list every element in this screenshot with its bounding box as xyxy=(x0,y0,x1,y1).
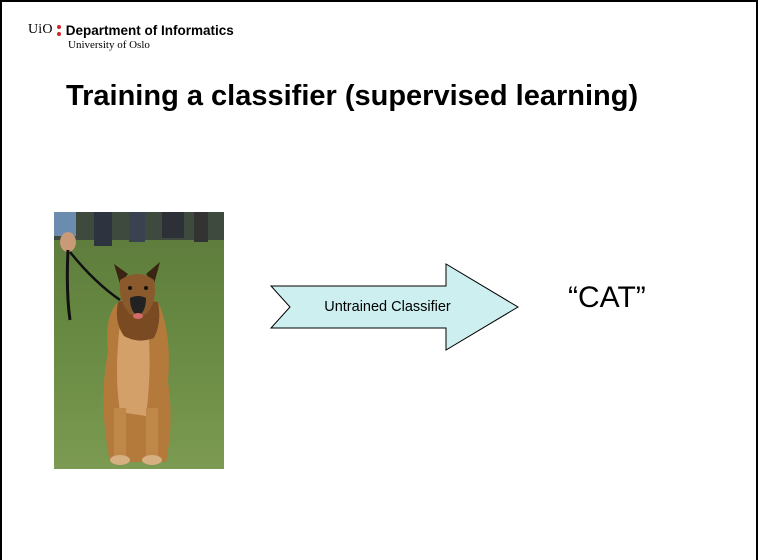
slide-title: Training a classifier (supervised learni… xyxy=(66,80,639,112)
university-name: University of Oslo xyxy=(68,39,150,51)
logo-dot-bottom xyxy=(56,31,61,36)
logo-dot-top xyxy=(56,24,61,29)
department-name: Department of Informatics xyxy=(65,22,234,38)
classifier-label: Untrained Classifier xyxy=(324,299,451,315)
classifier-output-label: “CAT” xyxy=(568,281,646,314)
logo-dots-icon xyxy=(56,24,61,36)
uio-logo-text: UiO xyxy=(28,22,53,37)
classifier-arrow xyxy=(270,263,519,351)
dog-photo xyxy=(54,212,224,469)
header: UiO Department of Informatics University… xyxy=(28,22,234,51)
brand-row: UiO Department of Informatics xyxy=(28,22,234,38)
